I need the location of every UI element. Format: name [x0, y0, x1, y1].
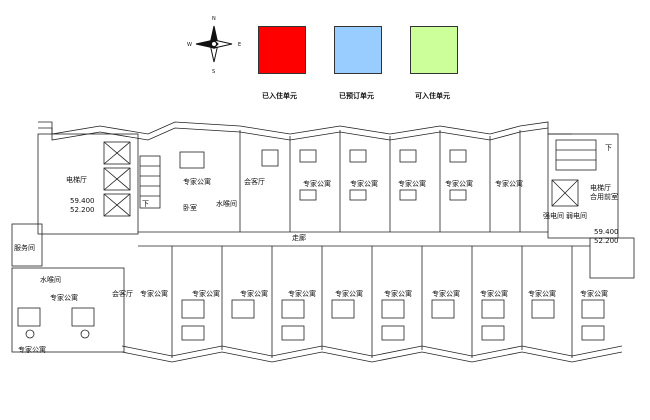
label-north-unit-1: 专家公寓: [183, 177, 211, 186]
label-elevator-west: 电梯厅: [66, 175, 87, 184]
compass-e: E: [238, 42, 242, 48]
compass-s: S: [212, 69, 216, 75]
label-down-1: 下: [142, 200, 149, 208]
label-meeting-north: 会客厅: [244, 177, 265, 186]
legend-swatch-occupied: [258, 26, 306, 74]
label-south-unit-3: 专家公寓: [240, 289, 268, 298]
compass-n: N: [212, 16, 216, 22]
label-electric-room: 强电间: [543, 211, 564, 220]
label-south-unit-6: 专家公寓: [384, 289, 412, 298]
label-north-unit-4: 专家公寓: [398, 179, 426, 188]
elevation-east-a: 59.400: [594, 228, 619, 236]
elevation-east-b: 52.200: [594, 237, 619, 245]
label-south-unit-1: 专家公寓: [140, 289, 168, 298]
label-north-unit-3: 专家公寓: [350, 179, 378, 188]
label-south-unit-7: 专家公寓: [432, 289, 460, 298]
compass-rose-icon: [195, 25, 233, 63]
label-elevator-east: 电梯厅 合用前室: [590, 183, 618, 201]
legend-label-reserved: 已预订单元: [339, 92, 374, 100]
label-south-unit-9: 专家公寓: [528, 289, 556, 298]
elevation-west-b: 52.200: [70, 206, 95, 214]
legend-label-available: 可入住单元: [415, 92, 450, 100]
legend-swatch-available: [410, 26, 458, 74]
label-south-unit-11: 专家公寓: [18, 345, 46, 354]
label-west-top-unit: 专家公寓: [50, 293, 78, 302]
label-south-unit-5: 专家公寓: [335, 289, 363, 298]
compass-w: W: [187, 42, 192, 48]
label-north-unit-2: 专家公寓: [303, 179, 331, 188]
label-south-unit-4: 专家公寓: [288, 289, 316, 298]
building-outline: [11, 121, 635, 363]
label-water-room-north: 水喉间: [216, 199, 237, 208]
legend-label-occupied: 已入住单元: [262, 92, 297, 100]
label-corridor: 走廊: [292, 233, 306, 242]
label-weak-electric-room: 弱电间: [566, 211, 587, 220]
legend-swatch-reserved: [334, 26, 382, 74]
label-north-unit-5: 专家公寓: [445, 179, 473, 188]
label-water-room-south: 水喉间: [40, 275, 61, 284]
label-bedroom: 卧室: [183, 203, 197, 212]
label-south-unit-2: 专家公寓: [192, 289, 220, 298]
label-meeting-south: 会客厅: [112, 289, 133, 298]
label-down-2: 下: [605, 144, 612, 152]
label-south-unit-8: 专家公寓: [480, 289, 508, 298]
elevation-west-a: 59.400: [70, 197, 95, 205]
label-south-unit-10: 专家公寓: [580, 289, 608, 298]
label-service-room: 服务间: [14, 243, 35, 252]
label-north-unit-6: 专家公寓: [495, 179, 523, 188]
